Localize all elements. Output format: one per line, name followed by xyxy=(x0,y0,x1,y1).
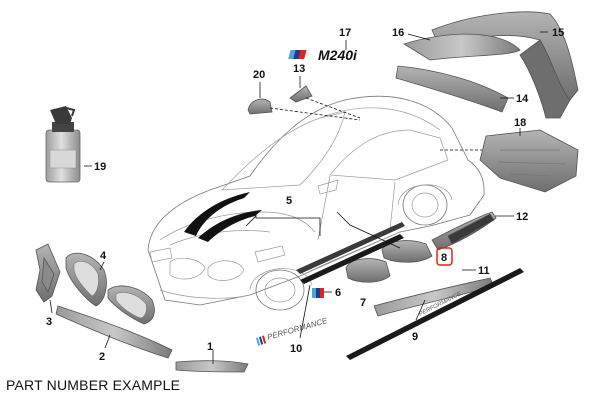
callout-8-highlight xyxy=(436,247,453,266)
badge-text: M240i xyxy=(318,47,358,63)
diffuser-fins xyxy=(497,149,567,177)
callout-18: 18 xyxy=(514,117,526,129)
callout-16: 16 xyxy=(392,27,404,39)
callout-9: 9 xyxy=(412,331,418,343)
callouts: 1 2 3 4 5 6 7 8 9 10 11 12 13 14 15 16 1… xyxy=(46,27,564,363)
side-stripe-decal xyxy=(346,268,524,360)
callout-7: 7 xyxy=(360,297,366,309)
callout-11: 11 xyxy=(478,265,490,277)
cleaner-spray-bottle xyxy=(45,106,81,183)
rear-diffuser xyxy=(479,129,579,193)
callout-2: 2 xyxy=(99,351,105,363)
callout-1: 1 xyxy=(207,341,213,353)
performance-decal-stripes xyxy=(256,335,267,346)
front-bumper-side-trim-inner xyxy=(41,256,55,293)
m240i-badge: M240i xyxy=(288,47,358,63)
m-badge-small xyxy=(312,288,324,298)
caption: PART NUMBER EXAMPLE xyxy=(6,377,181,393)
roof-antenna-cover xyxy=(247,98,273,115)
side-trim-rear-dark xyxy=(447,213,495,245)
mirror-cap-alt xyxy=(345,258,391,283)
shark-fin xyxy=(289,85,313,103)
callout-12: 12 xyxy=(516,211,528,223)
callout-4: 4 xyxy=(100,250,107,262)
callout-6: 6 xyxy=(335,287,341,299)
callout-10: 10 xyxy=(290,343,302,355)
trunk-spoiler xyxy=(395,65,509,113)
callout-3: 3 xyxy=(46,316,52,328)
front-lip-flap xyxy=(175,360,249,373)
callout-19: 19 xyxy=(94,161,106,173)
rear-wing-edge xyxy=(519,39,571,119)
spoiler-lip xyxy=(403,33,521,61)
callout-14: 14 xyxy=(516,93,529,105)
performance-decal-text: PERFORMANCE xyxy=(266,316,329,342)
callout-20: 20 xyxy=(253,69,265,81)
side-skirt-decal xyxy=(300,234,404,284)
callout-13: 13 xyxy=(293,63,305,75)
car-outline xyxy=(147,95,485,311)
leader-lines xyxy=(49,31,548,364)
hood-stripe-decal xyxy=(184,192,262,242)
side-skirt xyxy=(296,222,405,274)
callout-15: 15 xyxy=(552,27,564,39)
kidney-grille xyxy=(65,252,155,325)
callout-8: 8 xyxy=(441,252,447,264)
front-splitter xyxy=(55,305,173,359)
callout-17: 17 xyxy=(339,27,351,39)
callout-5: 5 xyxy=(286,195,292,207)
